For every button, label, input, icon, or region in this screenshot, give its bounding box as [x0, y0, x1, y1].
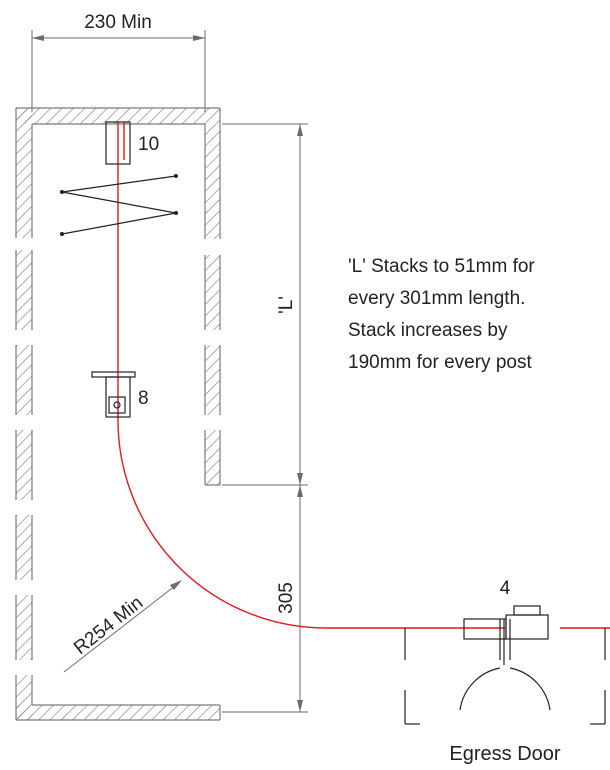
width-dimension: 230 Min	[31, 12, 206, 112]
note-line-4: 190mm for every post	[348, 352, 532, 373]
radius-dimension-label: R254 Min	[70, 592, 147, 659]
note-line-2: every 301mm length.	[348, 288, 525, 309]
stacked-curtain	[60, 174, 178, 236]
stack-dimension: 'L'	[222, 123, 308, 486]
egress-door-label: Egress Door	[449, 743, 560, 765]
top-wall	[16, 108, 220, 124]
end-stop-10: 10	[105, 121, 159, 165]
item-4-label: 4	[500, 578, 511, 599]
door-unit-4: 4	[463, 578, 549, 665]
walls	[15, 107, 221, 721]
right-wall	[204, 108, 221, 486]
carrier-8: 8	[91, 371, 149, 418]
stack-dimension-label: 'L'	[276, 296, 297, 314]
note-line-1: 'L' Stacks to 51mm for	[348, 256, 535, 277]
stack-note: 'L' Stacks to 51mm for every 301mm lengt…	[348, 256, 535, 373]
item-10-label: 10	[138, 134, 159, 155]
item-8-label: 8	[138, 388, 149, 409]
bottom-wall	[16, 705, 220, 720]
track-line	[117, 122, 610, 629]
width-dimension-label: 230 Min	[84, 12, 152, 33]
note-line-3: Stack increases by	[348, 320, 508, 341]
gap-dimension-label: 305	[276, 582, 297, 614]
left-wall	[15, 108, 33, 720]
radius-dimension: R254 Min	[63, 580, 182, 673]
egress-door: Egress Door	[404, 628, 606, 765]
gap-dimension: 305	[222, 485, 308, 713]
